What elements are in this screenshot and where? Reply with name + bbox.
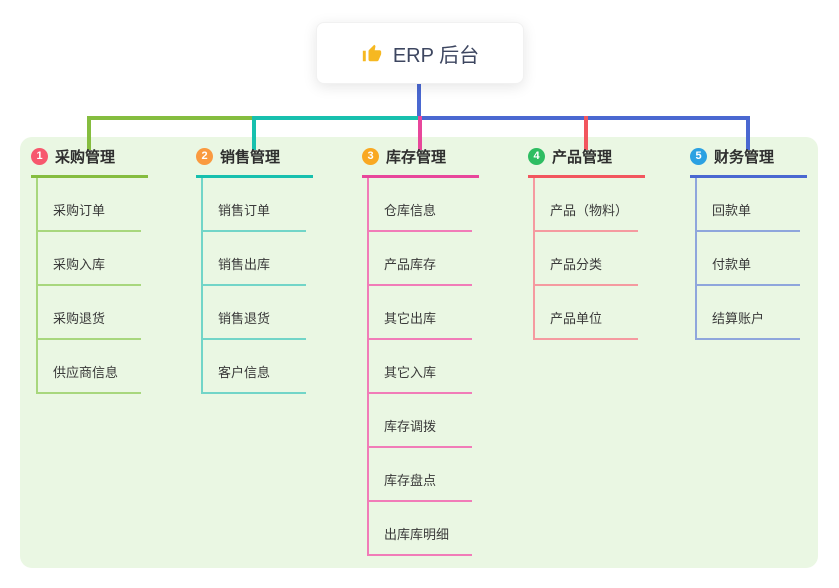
child-label: 供应商信息 bbox=[53, 365, 119, 380]
child-node[interactable]: 采购入库 bbox=[38, 232, 141, 286]
child-label: 采购订单 bbox=[53, 203, 106, 218]
branch-column: 2 销售管理 销售订单 销售出库 销售退货 客户信息 bbox=[196, 145, 313, 394]
child-label: 其它入库 bbox=[384, 365, 437, 380]
child-node[interactable]: 产品分类 bbox=[535, 232, 638, 286]
child-label: 销售出库 bbox=[218, 257, 271, 272]
child-label: 其它出库 bbox=[384, 311, 437, 326]
branch-node[interactable]: 4 产品管理 bbox=[528, 145, 645, 178]
bus-segment bbox=[252, 116, 422, 120]
child-node[interactable]: 库存调拨 bbox=[369, 394, 472, 448]
child-label: 回款单 bbox=[712, 203, 752, 218]
branch-number-badge: 2 bbox=[196, 147, 213, 165]
child-label: 付款单 bbox=[712, 257, 752, 272]
child-node[interactable]: 采购订单 bbox=[38, 178, 141, 232]
branch-panel bbox=[20, 137, 818, 568]
child-node[interactable]: 采购退货 bbox=[38, 286, 141, 340]
branch-label: 产品管理 bbox=[552, 148, 613, 166]
branch-node[interactable]: 1 采购管理 bbox=[31, 145, 148, 178]
child-node[interactable]: 销售退货 bbox=[203, 286, 306, 340]
child-label: 产品库存 bbox=[384, 257, 437, 272]
branch-number-badge: 1 bbox=[31, 147, 48, 165]
branch-column: 1 采购管理 采购订单 采购入库 采购退货 供应商信息 bbox=[31, 145, 148, 394]
branch-children: 仓库信息 产品库存 其它出库 其它入库 库存调拨 库存盘点 出库库明细 bbox=[367, 178, 472, 556]
child-node[interactable]: 销售出库 bbox=[203, 232, 306, 286]
branch-node[interactable]: 5 财务管理 bbox=[690, 145, 807, 178]
bus-segment bbox=[87, 116, 256, 120]
branch-column: 3 库存管理 仓库信息 产品库存 其它出库 其它入库 库存调拨 库存盘点 出库库… bbox=[362, 145, 479, 556]
child-node[interactable]: 产品单位 bbox=[535, 286, 638, 340]
child-label: 出库库明细 bbox=[384, 527, 450, 542]
branch-children: 回款单 付款单 结算账户 bbox=[695, 178, 800, 340]
branch-label: 销售管理 bbox=[220, 148, 281, 166]
branch-label: 库存管理 bbox=[386, 148, 447, 166]
child-node[interactable]: 仓库信息 bbox=[369, 178, 472, 232]
branch-label: 财务管理 bbox=[714, 148, 775, 166]
child-node[interactable]: 库存盘点 bbox=[369, 448, 472, 502]
branch-drop-connector bbox=[87, 116, 91, 150]
branch-children: 产品（物料） 产品分类 产品单位 bbox=[533, 178, 638, 340]
thumbs-up-icon bbox=[361, 42, 383, 64]
branch-drop-connector bbox=[746, 116, 750, 150]
child-node[interactable]: 销售订单 bbox=[203, 178, 306, 232]
child-label: 产品（物料） bbox=[550, 203, 629, 218]
child-label: 产品单位 bbox=[550, 311, 603, 326]
branch-number-badge: 3 bbox=[362, 147, 379, 165]
child-node[interactable]: 其它入库 bbox=[369, 340, 472, 394]
child-node[interactable]: 供应商信息 bbox=[38, 340, 141, 394]
branch-number-badge: 5 bbox=[690, 147, 707, 165]
branch-children: 采购订单 采购入库 采购退货 供应商信息 bbox=[36, 178, 141, 394]
child-node[interactable]: 出库库明细 bbox=[369, 502, 472, 556]
child-label: 产品分类 bbox=[550, 257, 603, 272]
branch-drop-connector bbox=[418, 116, 422, 150]
branch-number-badge: 4 bbox=[528, 147, 545, 165]
child-label: 销售退货 bbox=[218, 311, 271, 326]
child-label: 库存调拨 bbox=[384, 419, 437, 434]
child-label: 采购入库 bbox=[53, 257, 106, 272]
branch-drop-connector bbox=[252, 116, 256, 150]
branch-drop-connector bbox=[584, 116, 588, 150]
child-label: 仓库信息 bbox=[384, 203, 437, 218]
child-node[interactable]: 其它出库 bbox=[369, 286, 472, 340]
child-node[interactable]: 产品库存 bbox=[369, 232, 472, 286]
branch-label: 采购管理 bbox=[55, 148, 116, 166]
root-node[interactable]: ERP 后台 bbox=[316, 22, 524, 84]
branch-column: 4 产品管理 产品（物料） 产品分类 产品单位 bbox=[528, 145, 645, 340]
child-node[interactable]: 产品（物料） bbox=[535, 178, 638, 232]
child-label: 库存盘点 bbox=[384, 473, 437, 488]
trunk-connector bbox=[417, 82, 421, 120]
child-label: 销售订单 bbox=[218, 203, 271, 218]
branch-children: 销售订单 销售出库 销售退货 客户信息 bbox=[201, 178, 306, 394]
child-node[interactable]: 付款单 bbox=[697, 232, 800, 286]
child-label: 采购退货 bbox=[53, 311, 106, 326]
child-label: 结算账户 bbox=[712, 311, 765, 326]
root-label: ERP 后台 bbox=[392, 44, 480, 67]
child-label: 客户信息 bbox=[218, 365, 271, 380]
branch-column: 5 财务管理 回款单 付款单 结算账户 bbox=[690, 145, 807, 340]
child-node[interactable]: 回款单 bbox=[697, 178, 800, 232]
branch-node[interactable]: 3 库存管理 bbox=[362, 145, 479, 178]
child-node[interactable]: 结算账户 bbox=[697, 286, 800, 340]
branch-node[interactable]: 2 销售管理 bbox=[196, 145, 313, 178]
child-node[interactable]: 客户信息 bbox=[203, 340, 306, 394]
